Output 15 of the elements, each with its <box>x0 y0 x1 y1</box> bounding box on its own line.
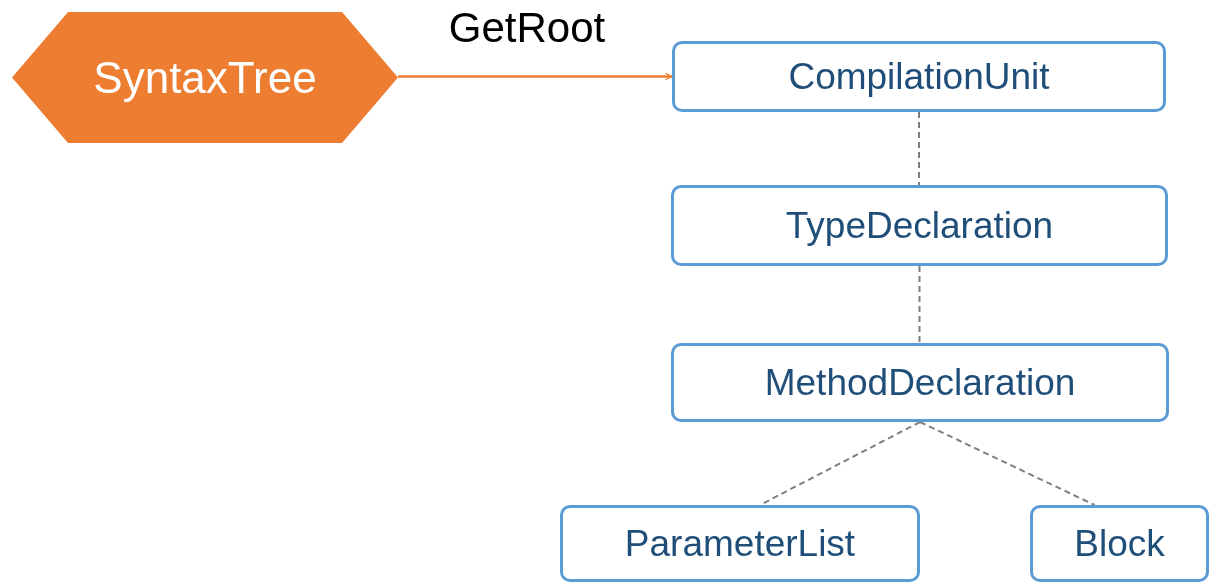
node-label: ParameterList <box>624 522 856 565</box>
rounded-box <box>671 185 1168 266</box>
node-label: Block <box>1074 522 1165 565</box>
node-label: MethodDeclaration <box>764 361 1076 404</box>
rounded-box <box>672 41 1166 112</box>
connector-line <box>918 111 920 186</box>
connector-line <box>919 421 1096 506</box>
rounded-box <box>671 343 1169 422</box>
rounded-box <box>560 505 920 582</box>
node-label: TypeDeclaration <box>785 204 1054 247</box>
arrow <box>398 72 673 81</box>
connector-line <box>918 265 921 344</box>
rounded-box <box>1030 505 1209 582</box>
node-label: CompilationUnit <box>788 55 1050 98</box>
node-label: SyntaxTree <box>93 52 317 103</box>
